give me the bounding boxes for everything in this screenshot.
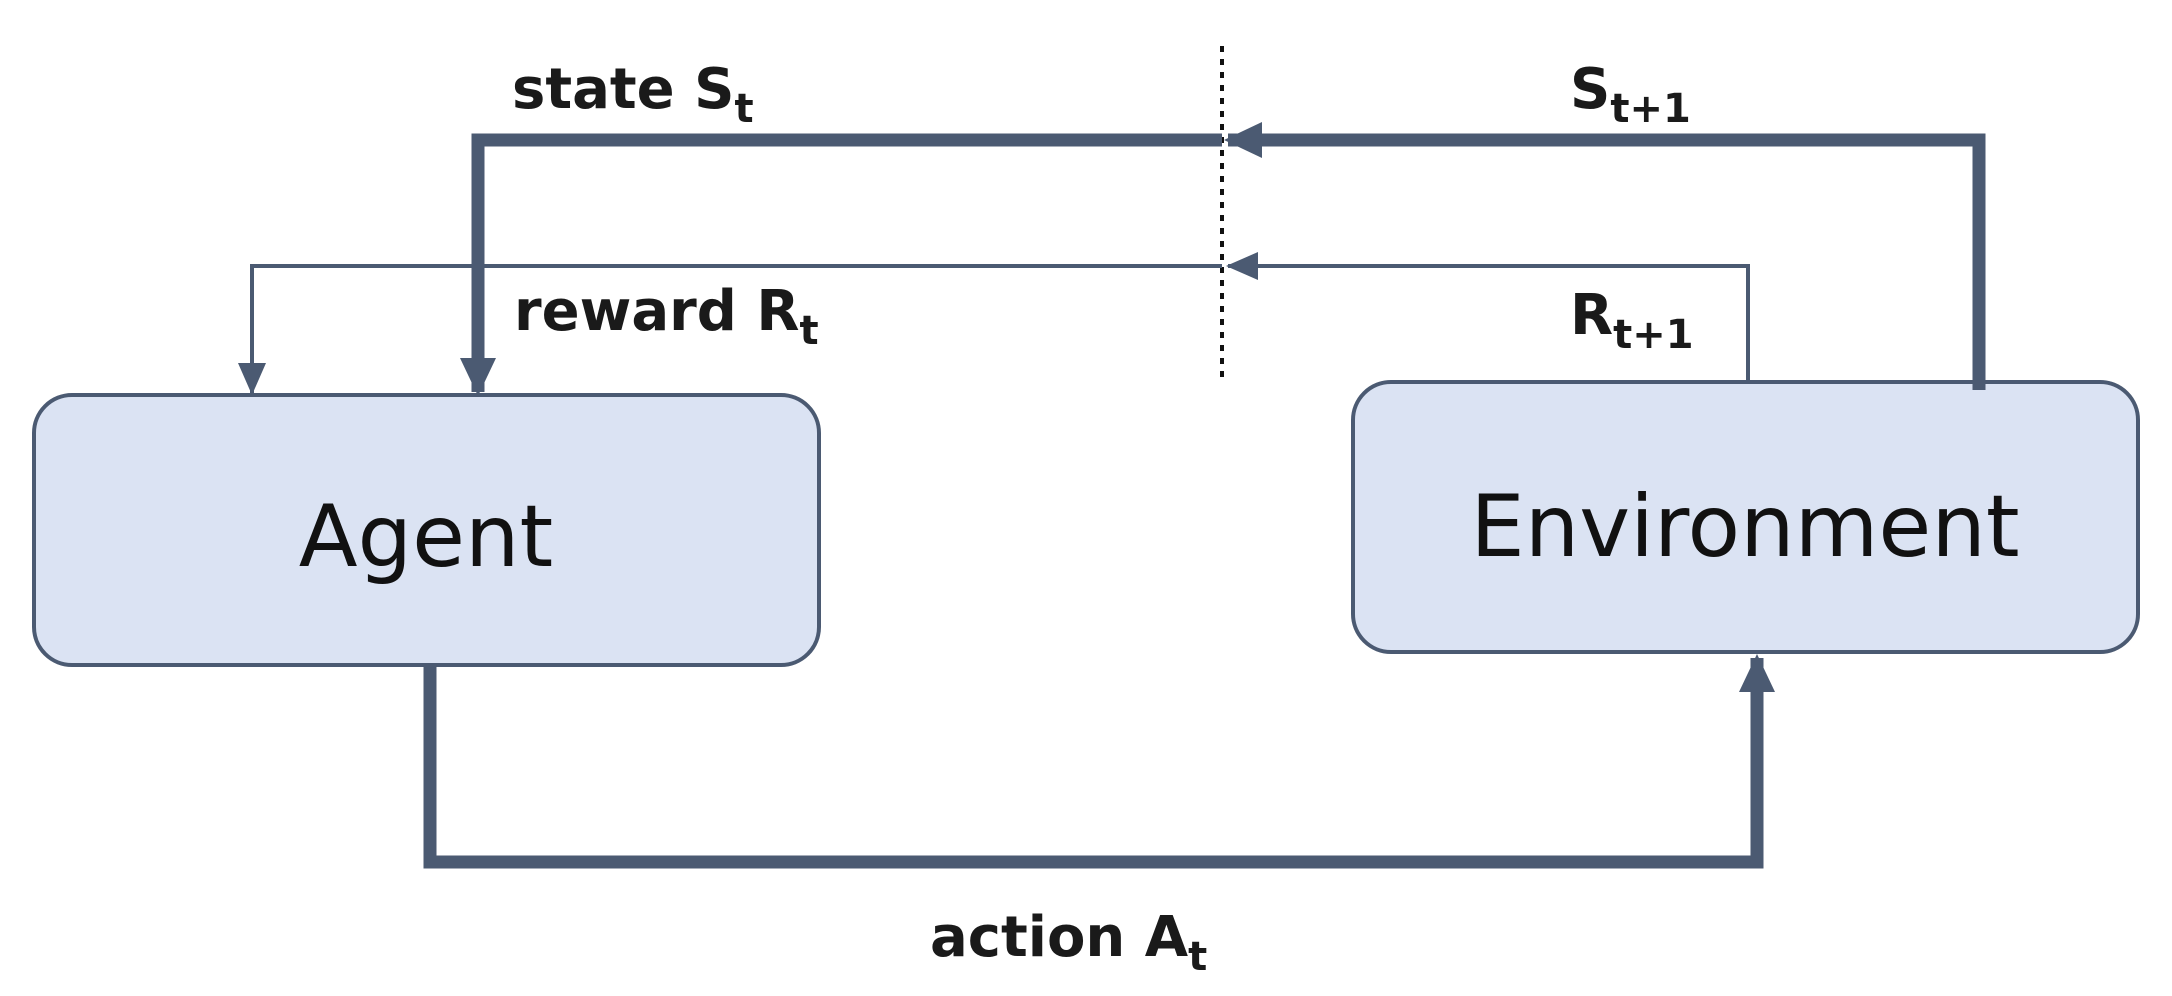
- agent-label: Agent: [299, 487, 554, 587]
- reward-label: reward Rt: [514, 279, 819, 354]
- action-label: action At: [930, 905, 1207, 980]
- agent-node: [32, 393, 821, 667]
- state-label-main: state S: [512, 57, 734, 122]
- next-reward-label: Rt+1: [1570, 283, 1694, 358]
- action-label-main: action A: [930, 905, 1189, 970]
- next-reward-label-main: R: [1570, 283, 1613, 348]
- reward-label-sub: t: [799, 308, 818, 354]
- reward-arrow: [238, 264, 1222, 395]
- next-reward-arrow: [1226, 252, 1750, 382]
- next-state-label-main: S: [1570, 57, 1610, 122]
- action-arrow: [423, 654, 1775, 869]
- next-state-label-sub: t+1: [1610, 86, 1690, 132]
- next-reward-label-sub: t+1: [1613, 312, 1693, 358]
- state-arrow: [460, 133, 1222, 396]
- environment-node: [1351, 380, 2140, 654]
- action-label-sub: t: [1188, 934, 1207, 980]
- reward-label-main: reward R: [514, 279, 799, 344]
- state-label-sub: t: [734, 86, 753, 132]
- environment-label: Environment: [1470, 477, 2019, 577]
- next-state-label: St+1: [1570, 57, 1691, 132]
- state-label: state St: [512, 57, 754, 132]
- next-state-arrow: [1224, 122, 1986, 390]
